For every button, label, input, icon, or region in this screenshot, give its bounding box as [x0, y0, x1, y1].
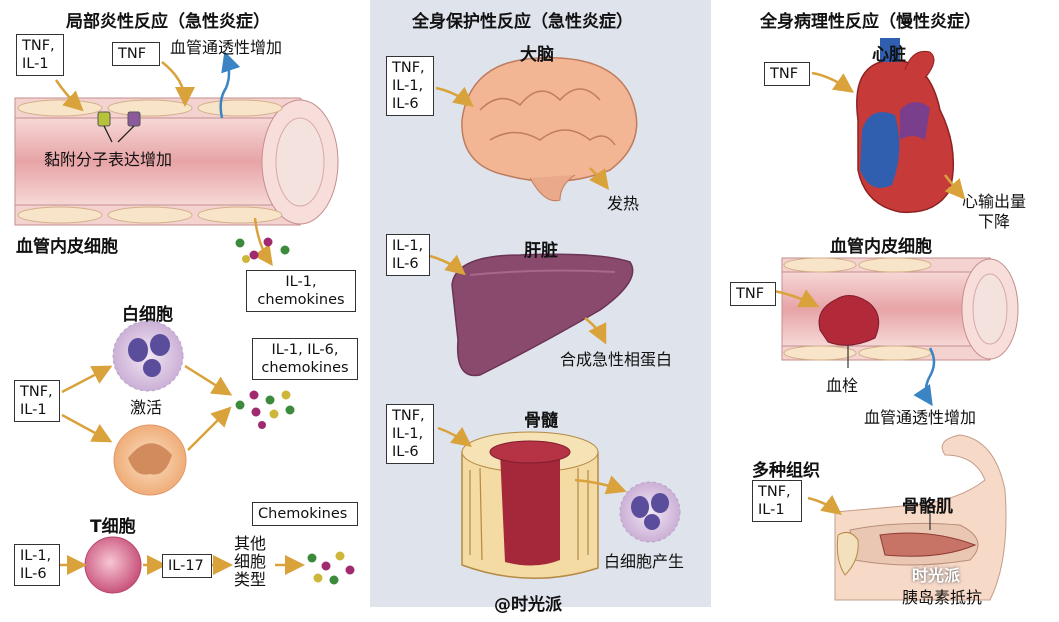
- left-permeability-label: 血管通透性增加: [170, 38, 283, 57]
- liver-effect-label: 合成急性相蛋白: [560, 350, 673, 369]
- marrow-graphic: [437, 426, 681, 579]
- leukocyte-activated-label: 激活: [130, 398, 163, 417]
- left-vessel: [14, 51, 339, 267]
- right-vessel-input-box: TNF: [730, 282, 776, 306]
- heart-input-box: TNF: [764, 62, 810, 86]
- marrow-effect-label: 白细胞产生: [604, 552, 685, 571]
- middle-title: 全身保护性反应（急性炎症）: [412, 12, 633, 32]
- heart-title: 心脏: [872, 45, 906, 65]
- tcell-input-box: IL-1, IL-6: [14, 544, 60, 586]
- other-cells-label: 其他 细胞 类型: [234, 534, 267, 589]
- left-tcell: [60, 536, 355, 594]
- right-title: 全身病理性反应（慢性炎症）: [760, 12, 981, 32]
- left-leukocytes: [61, 320, 295, 496]
- left-vessel-input-box-2: TNF: [112, 42, 160, 66]
- brand-watermark: 时光派: [912, 566, 961, 585]
- marrow-title: 骨髓: [524, 411, 558, 431]
- arm-graphic: [807, 434, 1007, 601]
- tissue-title: 多种组织: [752, 461, 820, 481]
- brain-graphic: [435, 57, 638, 202]
- right-vessel: [769, 257, 1019, 407]
- left-secreted-box: IL-1, chemokines: [246, 270, 356, 312]
- muscle-label: 骨骼肌: [902, 497, 953, 517]
- liver-input-box: IL-1, IL-6: [386, 234, 430, 276]
- insulin-resistance-label: 胰岛素抵抗: [902, 588, 983, 607]
- brain-title: 大脑: [520, 45, 554, 65]
- left-title: 局部炎性反应（急性炎症）: [66, 12, 270, 32]
- liver-title: 肝脏: [524, 241, 558, 261]
- tcell-title: T细胞: [90, 517, 136, 537]
- leukocyte-output-box: IL-1, IL-6, chemokines: [252, 338, 358, 380]
- chemokines-box: Chemokines: [252, 502, 358, 526]
- right-permeability-label: 血管通透性增加: [864, 408, 977, 427]
- marrow-input-box: TNF, IL-1, IL-6: [386, 404, 434, 464]
- thrombus-label: 血栓: [826, 376, 859, 395]
- il17-box: IL-17: [162, 554, 212, 578]
- brain-effect-label: 发热: [607, 194, 640, 213]
- left-adhesion-label: 黏附分子表达增加: [44, 150, 173, 169]
- watermark-label: @时光派: [494, 595, 562, 615]
- liver-graphic: [429, 253, 634, 377]
- leukocyte-title: 白细胞: [122, 305, 173, 325]
- brain-input-box: TNF, IL-1, IL-6: [386, 56, 434, 116]
- left-endothelium-label: 血管内皮细胞: [16, 237, 118, 257]
- right-vessel-title: 血管内皮细胞: [830, 237, 932, 257]
- heart-graphic: [811, 38, 966, 214]
- left-vessel-input-box-1: TNF, IL-1: [16, 34, 64, 76]
- heart-effect-label: 心输出量 下降: [962, 192, 1027, 231]
- tissue-input-box: TNF, IL-1: [752, 480, 802, 522]
- leukocyte-input-box: TNF, IL-1: [14, 380, 60, 422]
